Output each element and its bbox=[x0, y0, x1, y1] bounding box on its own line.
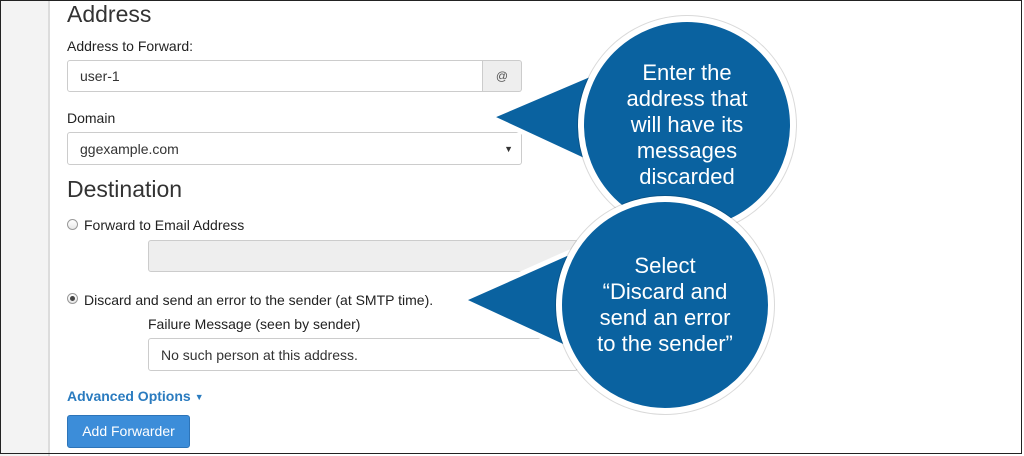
forward-to-email-radio[interactable] bbox=[67, 219, 78, 230]
advanced-options-label: Advanced Options bbox=[67, 388, 191, 404]
failure-message-label: Failure Message (seen by sender) bbox=[148, 316, 361, 332]
sidebar-border bbox=[48, 0, 50, 456]
callout-enter-address-text: Enter the address that will have its mes… bbox=[626, 60, 748, 189]
callout-select-discard-text: Select “Discard and send an error to the… bbox=[597, 253, 733, 356]
add-forwarder-button[interactable]: Add Forwarder bbox=[67, 415, 190, 448]
forward-to-email-label: Forward to Email Address bbox=[84, 217, 245, 233]
callout-select-discard: Select “Discard and send an error to the… bbox=[556, 196, 774, 414]
callout-arrow-2 bbox=[459, 249, 573, 351]
forward-email-input[interactable] bbox=[148, 240, 578, 272]
failure-message-input[interactable]: No such person at this address. bbox=[148, 338, 578, 371]
address-section-title: Address bbox=[67, 1, 152, 27]
address-to-forward-label: Address to Forward: bbox=[67, 38, 194, 54]
address-to-forward-input[interactable]: user-1 bbox=[67, 60, 483, 92]
destination-section-title: Destination bbox=[67, 176, 183, 202]
discard-label: Discard and send an error to the sender … bbox=[84, 292, 434, 308]
discard-radio[interactable] bbox=[67, 293, 78, 304]
domain-select-value: ggexample.com bbox=[80, 141, 179, 157]
domain-select[interactable]: ggexample.com ▼ bbox=[67, 132, 522, 165]
at-sign-addon: @ bbox=[483, 60, 522, 92]
callout-enter-address: Enter the address that will have its mes… bbox=[578, 16, 796, 234]
domain-label: Domain bbox=[67, 110, 116, 126]
chevron-down-icon: ▼ bbox=[504, 144, 513, 154]
advanced-options-toggle[interactable]: Advanced Options▼ bbox=[67, 388, 204, 404]
caret-down-icon: ▼ bbox=[194, 392, 204, 402]
address-input-group: user-1 @ bbox=[67, 60, 522, 92]
